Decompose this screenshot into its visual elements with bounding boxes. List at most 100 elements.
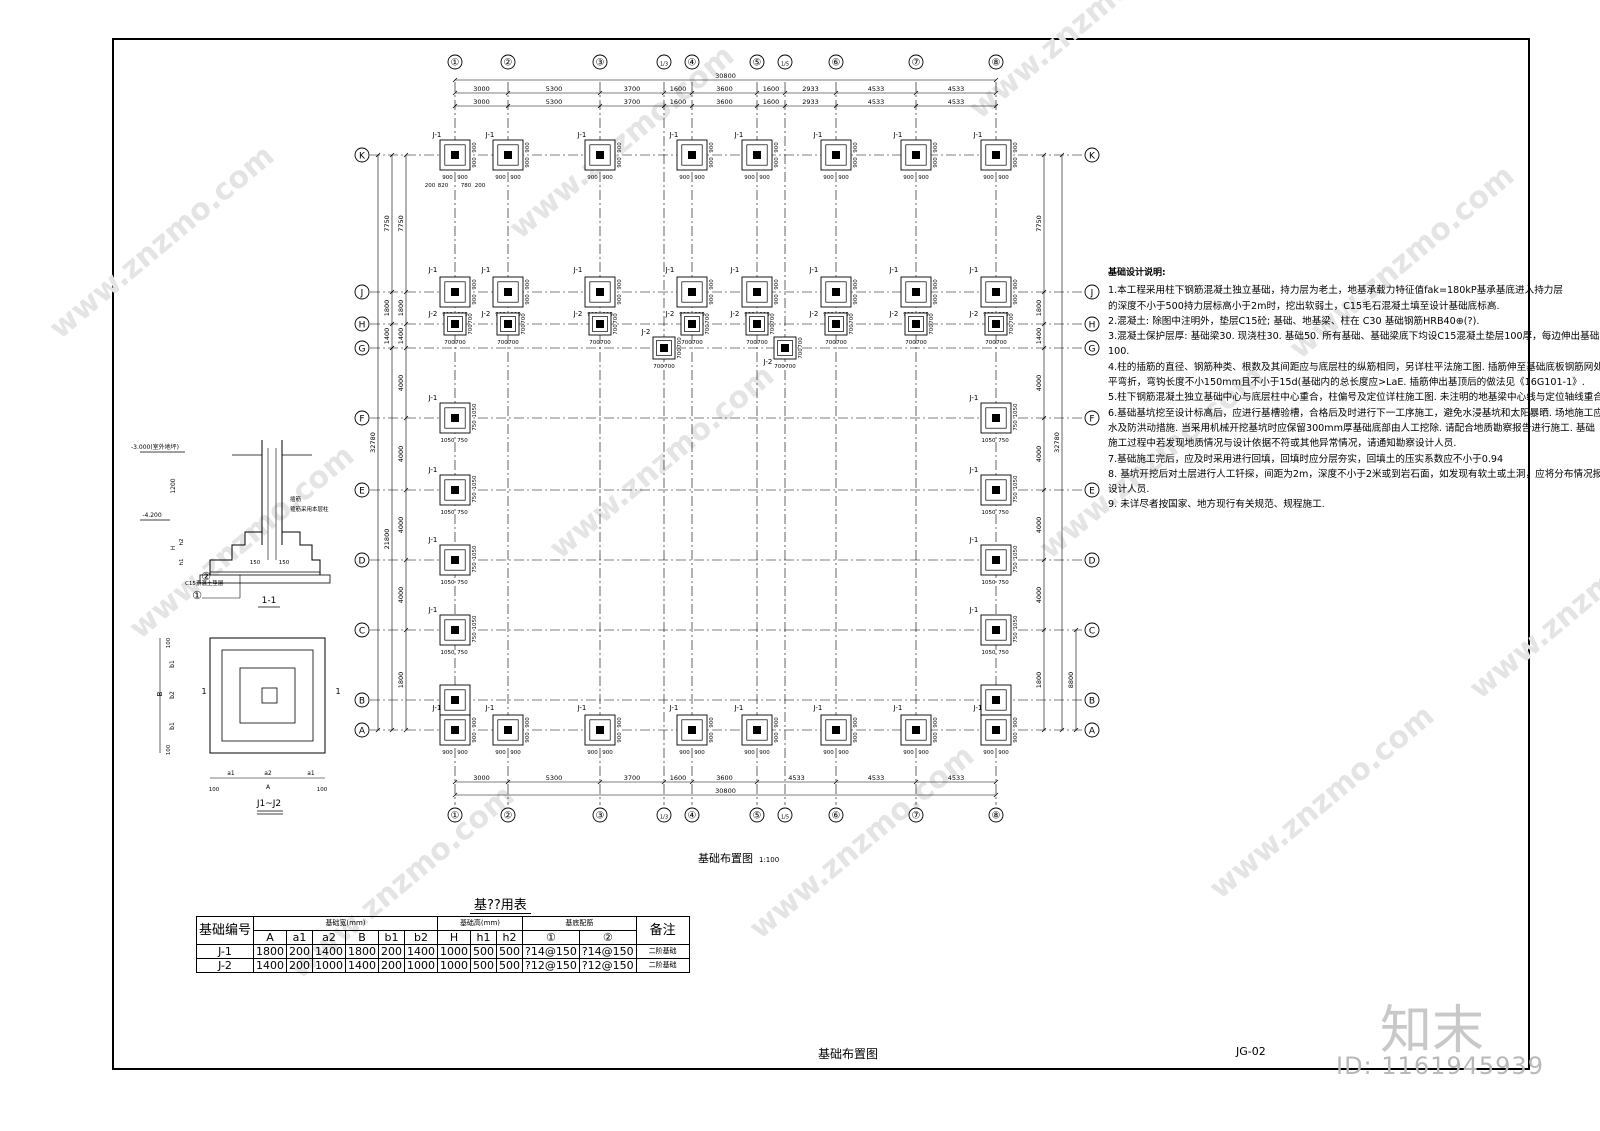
footing-tag: J-1	[813, 704, 823, 712]
footing-dim: 900	[709, 157, 715, 168]
grid-bubble-label: ②	[504, 811, 513, 822]
grid-bubble-label: B	[359, 697, 365, 707]
schedule-cell: 1800	[253, 944, 287, 959]
grid-bubble-label: ⑥	[832, 811, 841, 822]
footing-dim: 900	[617, 732, 623, 743]
footing-dim: 900	[617, 157, 623, 168]
dim-bottom-tick	[833, 779, 839, 785]
grid-bubble-label: 1/3	[660, 815, 668, 821]
column-section	[451, 626, 459, 634]
footing-dim: 700	[613, 313, 619, 324]
dim-left-sub-label: 21800	[383, 529, 391, 550]
footing-dim: 200	[425, 183, 436, 189]
grid-bubble-label: A	[359, 727, 366, 737]
grid-bubble	[656, 54, 672, 70]
detail-dim: 100	[317, 787, 328, 793]
grid-bubble	[749, 54, 765, 70]
schedule-cell: ?12@150	[522, 958, 580, 973]
footing-dim: 900	[853, 732, 859, 743]
footing-dim: 900	[998, 750, 1009, 756]
footing-dim: 700	[444, 340, 455, 346]
column-section	[992, 556, 1000, 564]
footing-step	[500, 316, 516, 332]
footing-dim: 700	[746, 340, 757, 346]
footing-dim: 900	[472, 142, 478, 153]
footing-step	[988, 316, 1004, 332]
footing-dim: 900	[679, 175, 690, 181]
footing-tag: J-1	[432, 704, 442, 712]
schedule-cell: 1400	[253, 958, 287, 973]
grid-bubble-label: C	[1089, 627, 1095, 637]
footing-dim: 700	[692, 340, 703, 346]
footing-step	[905, 144, 927, 166]
note-line: 设计人员.	[1108, 484, 1150, 496]
note-line: 100.	[1108, 346, 1130, 358]
section-dim: 150	[279, 560, 290, 566]
footing-tag: J-1	[573, 266, 583, 274]
schedule-header-width: 基础宽(mm)	[253, 916, 438, 931]
footing-dim: 900	[525, 157, 531, 168]
grid-bubble	[354, 147, 370, 163]
footing-tag: J-1	[734, 131, 744, 139]
dim-left-label: 4000	[397, 375, 405, 392]
dim-top-1-tick	[661, 90, 667, 96]
footing-dim: 700	[985, 340, 996, 346]
footing-step	[497, 281, 519, 303]
detail-dim: 100	[166, 744, 172, 755]
dim-top-1-tick	[782, 90, 788, 96]
watermark-text: www.znzmo.com	[123, 438, 361, 646]
note-line: 水及防洪动措施. 当采用机械开挖基坑时应保留300mm厚基础底部由人工挖除. 请…	[1108, 422, 1596, 434]
column-section	[832, 288, 840, 296]
footing-dim: 900	[679, 750, 690, 756]
schedule-cell: 1400	[312, 944, 346, 959]
dim-left-label: 4000	[397, 587, 405, 604]
dim-left-label: 7750	[397, 215, 405, 232]
column-section	[596, 320, 604, 328]
footing-dim: 900	[903, 750, 914, 756]
footing-dim: 900	[759, 750, 770, 756]
footing-step	[985, 281, 1007, 303]
dim-left-inner-tick	[389, 345, 395, 351]
column-section	[688, 151, 696, 159]
column-section	[451, 414, 459, 422]
column-section	[504, 320, 512, 328]
footing-dim: 900	[587, 175, 598, 181]
footing-dim: 900	[472, 717, 478, 728]
footing-dim: 900	[694, 175, 705, 181]
dim-top-1-label: 5300	[546, 85, 563, 93]
schedule-title: 基??用表	[470, 894, 531, 914]
schedule-cell: 500	[496, 944, 523, 959]
footing-dim: 900	[903, 175, 914, 181]
footing-tag: J-1	[734, 704, 744, 712]
dim-top-2-tick	[452, 103, 458, 109]
footer-title: 基础布置图	[818, 1047, 879, 1061]
column-section	[992, 414, 1000, 422]
footing-dim: 700	[705, 324, 711, 335]
schedule-cell: 200	[286, 944, 313, 959]
footing-step	[905, 281, 927, 303]
footing-step	[777, 340, 793, 356]
grid-bubble	[1084, 147, 1100, 163]
dim-top-2-label: 4533	[868, 98, 885, 106]
grid-bubble	[592, 807, 608, 823]
footing-dim: 900	[774, 717, 780, 728]
section-elev: -3.000(室外地坪)	[131, 443, 179, 451]
grid-bubble	[354, 410, 370, 426]
footing-dim: 900	[617, 279, 623, 290]
dim-left-sub-tick	[389, 727, 395, 733]
dim-top-1-label: 3600	[716, 85, 733, 93]
grid-bubble	[1084, 722, 1100, 738]
footing-step	[681, 719, 703, 741]
footing-dim: 750	[998, 580, 1009, 586]
column-section	[753, 288, 761, 296]
column-section	[753, 726, 761, 734]
footing-dim: 700	[996, 340, 1007, 346]
dim-right-total-tick	[1059, 727, 1065, 733]
footing-step	[497, 719, 519, 741]
grid-bubble-label: F	[1089, 415, 1094, 425]
grid-bubble-label: H	[359, 321, 366, 331]
footing-dim: 700	[798, 348, 804, 359]
footing-dim: 750	[457, 510, 468, 516]
dim-bottom-tick	[754, 779, 760, 785]
